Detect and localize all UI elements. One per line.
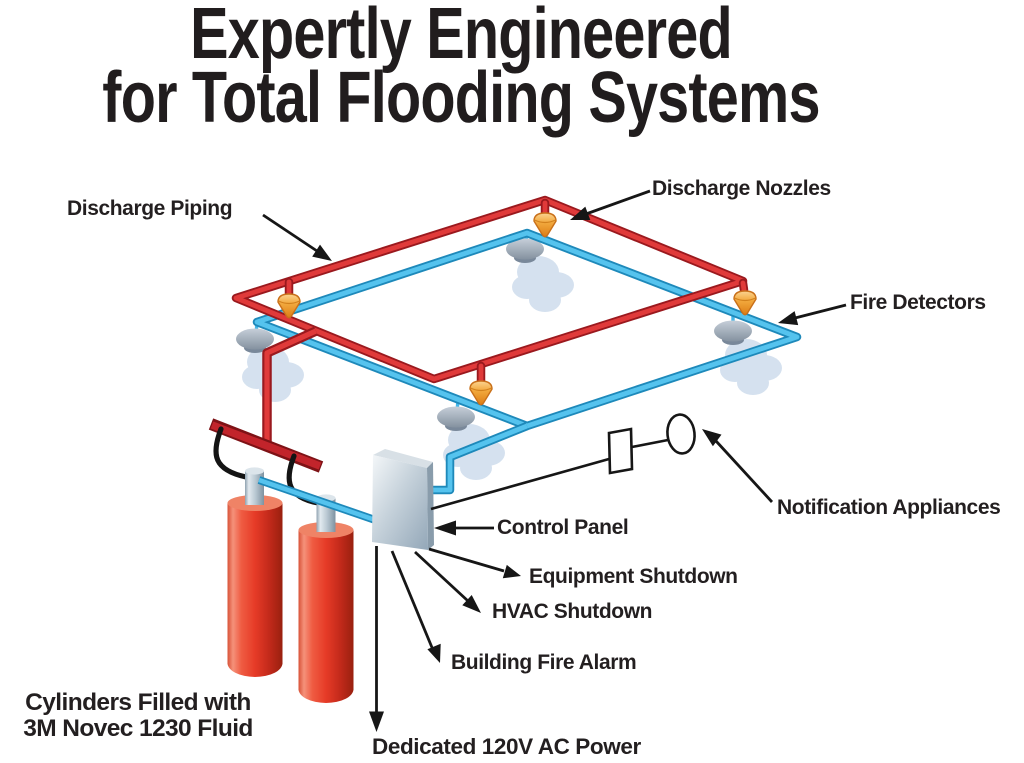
supply-riser-pipe xyxy=(262,326,318,446)
page-title: Expertly Engineered for Total Flooding S… xyxy=(92,0,830,138)
label-dedicated-power: Dedicated 120V AC Power xyxy=(372,734,641,759)
strobe-icon xyxy=(666,413,696,455)
arrow-notification-appliances xyxy=(702,429,774,503)
label-discharge-piping: Discharge Piping xyxy=(67,197,233,220)
agent-cylinder-left xyxy=(227,467,283,677)
actuation-pipe xyxy=(257,476,380,525)
agent-cylinder-right xyxy=(298,494,354,703)
arrow-control-panel xyxy=(434,520,494,536)
page-title-line2: for Total Flooding Systems xyxy=(102,58,820,138)
notification-appliance-icons xyxy=(430,413,696,511)
label-cylinders-line1: Cylinders Filled with xyxy=(25,689,251,716)
discharge-piping-loop xyxy=(231,195,749,385)
arrow-equipment-shutdown xyxy=(428,547,521,579)
label-hvac-shutdown: HVAC Shutdown xyxy=(492,600,653,623)
cylinder-manifold xyxy=(208,418,324,473)
control-panel-box xyxy=(372,449,434,550)
leader-arrows xyxy=(262,189,847,732)
label-discharge-nozzles: Discharge Nozzles xyxy=(652,177,831,200)
label-notification-appliances: Notification Appliances xyxy=(777,496,1001,519)
arrow-discharge-nozzles xyxy=(570,189,651,220)
arrow-fire-detectors xyxy=(778,303,847,326)
page-title-line1: Expertly Engineered xyxy=(190,0,733,74)
arrow-hvac-shutdown xyxy=(414,550,481,613)
label-cylinders: Cylinders Filled with 3M Novec 1230 Flui… xyxy=(2,690,274,742)
label-cylinders-line2: 3M Novec 1230 Fluid xyxy=(23,715,253,742)
label-equipment-shutdown: Equipment Shutdown xyxy=(529,565,738,588)
horn-icon xyxy=(607,427,634,475)
label-fire-detectors: Fire Detectors xyxy=(850,291,986,314)
arrow-discharge-piping xyxy=(262,213,332,261)
arrow-building-fire-alarm xyxy=(390,550,441,663)
detection-circuit-piping xyxy=(252,228,802,495)
arrow-dedicated-power xyxy=(369,546,384,732)
label-building-fire-alarm: Building Fire Alarm xyxy=(451,651,637,674)
label-control-panel: Control Panel xyxy=(497,516,629,539)
